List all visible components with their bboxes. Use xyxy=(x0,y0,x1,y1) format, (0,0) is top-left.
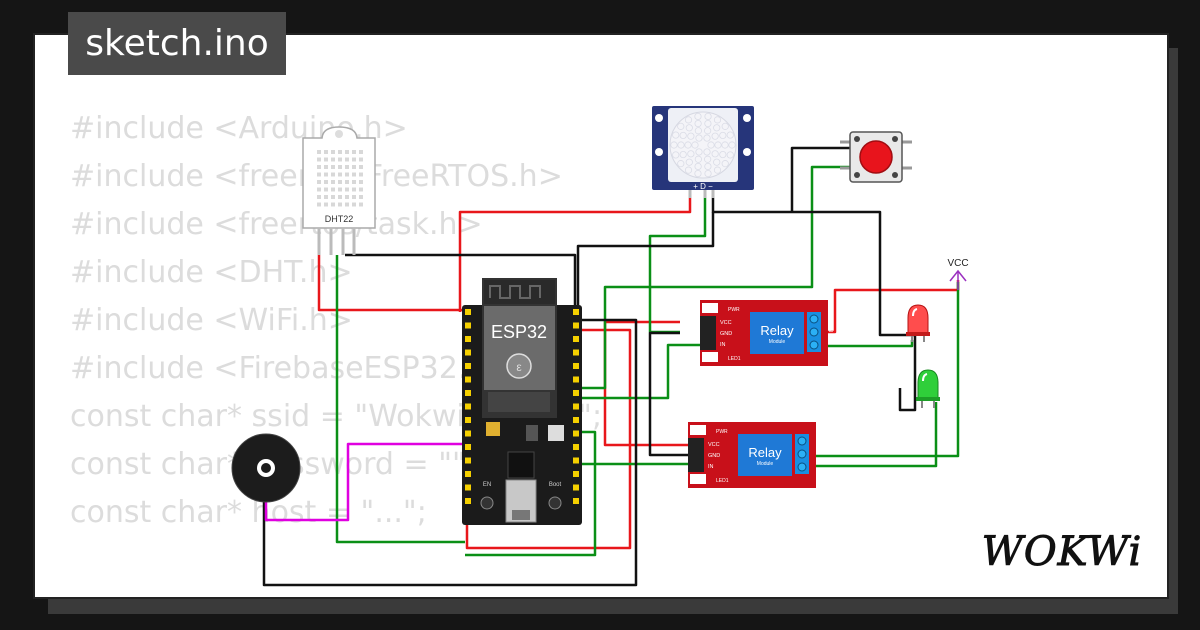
wire-green xyxy=(648,195,707,334)
buzzer[interactable] xyxy=(231,433,301,503)
wokwi-logo-text: WOKWi xyxy=(982,529,1143,575)
code-preview: #include <Arduino.h>#include <freertos/F… xyxy=(70,105,602,537)
relay2-pwr: PWR xyxy=(716,429,728,435)
relay2-label: Relay xyxy=(748,445,782,460)
relay-module-1[interactable]: PWR LED1 VCC GND IN Relay Module NO COM … xyxy=(700,300,835,366)
wokwi-logo: WOKWi xyxy=(981,529,1143,576)
relay1-in: IN xyxy=(720,342,726,348)
wire-green xyxy=(578,165,850,390)
wire-black xyxy=(898,340,917,412)
esp32-pin-headers xyxy=(465,309,579,504)
relay-module-2[interactable]: PWR LED1 VCC GND IN Relay Module NO COM … xyxy=(688,422,823,488)
code-line: #include <FirebaseESP32.h> xyxy=(70,351,512,386)
wire-black xyxy=(648,331,690,457)
wire-red xyxy=(465,328,632,550)
led-red[interactable] xyxy=(906,304,930,342)
relay2-terms: NO COM NC xyxy=(817,424,823,454)
wire-magenta xyxy=(264,442,466,522)
relay1-pwr: PWR xyxy=(728,307,740,313)
esp32-en-label: EN xyxy=(483,482,491,488)
wire-green xyxy=(335,255,465,544)
relay1-led: LED1 xyxy=(728,356,741,362)
file-tab[interactable]: sketch.ino xyxy=(68,12,286,75)
wire-black xyxy=(262,318,638,587)
wires xyxy=(262,146,960,587)
wire-green xyxy=(828,340,914,348)
wire-green xyxy=(816,402,938,468)
wire-black xyxy=(790,146,850,212)
wire-red xyxy=(603,320,690,447)
code-line: #include <DHT.h> xyxy=(70,255,353,290)
dht22-label: DHT22 xyxy=(325,214,354,224)
esp32-boot-label: Boot xyxy=(549,482,562,488)
wire-green xyxy=(578,343,700,400)
project-card: #include <Arduino.h>#include <freertos/F… xyxy=(33,33,1169,599)
led-green[interactable] xyxy=(916,369,940,408)
relay2-sub: Module xyxy=(757,461,774,467)
relay1-label: Relay xyxy=(760,323,794,338)
relay1-sub: Module xyxy=(769,339,786,345)
wire-green xyxy=(816,282,960,458)
svg-text:ε: ε xyxy=(516,360,522,374)
pir-lens xyxy=(670,112,736,178)
vcc-label: VCC xyxy=(947,258,968,269)
pushbutton[interactable] xyxy=(840,131,912,183)
code-line: #include <freertos/FreeRTOS.h> xyxy=(70,159,563,194)
relay1-terms: NO COM NC xyxy=(829,302,835,332)
code-line: const char* host = "..."; xyxy=(70,495,427,530)
esp32-board[interactable]: ESP32 ε EN Boot xyxy=(462,278,582,525)
wire-red xyxy=(828,280,960,334)
esp32-label: ESP32 xyxy=(491,322,547,342)
relay1-gnd: GND xyxy=(720,331,732,337)
dht22-sensor[interactable]: DHT22 xyxy=(302,126,376,255)
code-line: #include <freertos/task.h> xyxy=(70,207,483,242)
relay2-led: LED1 xyxy=(716,478,729,484)
pir-motion-sensor[interactable]: + D − xyxy=(652,106,754,198)
relay1-vcc: VCC xyxy=(720,320,732,326)
relay2-vcc: VCC xyxy=(708,442,720,448)
wire-black xyxy=(576,212,715,320)
dht22-vent-grid xyxy=(317,150,363,207)
wire-red xyxy=(458,195,692,312)
pir-pin-labels: + D − xyxy=(693,182,713,191)
wire-green xyxy=(465,430,597,557)
wire-black xyxy=(345,253,577,312)
relay2-in: IN xyxy=(708,464,714,470)
vcc-power-marker: VCC xyxy=(947,258,969,290)
relay2-gnd: GND xyxy=(708,453,720,459)
wire-red xyxy=(317,255,468,312)
